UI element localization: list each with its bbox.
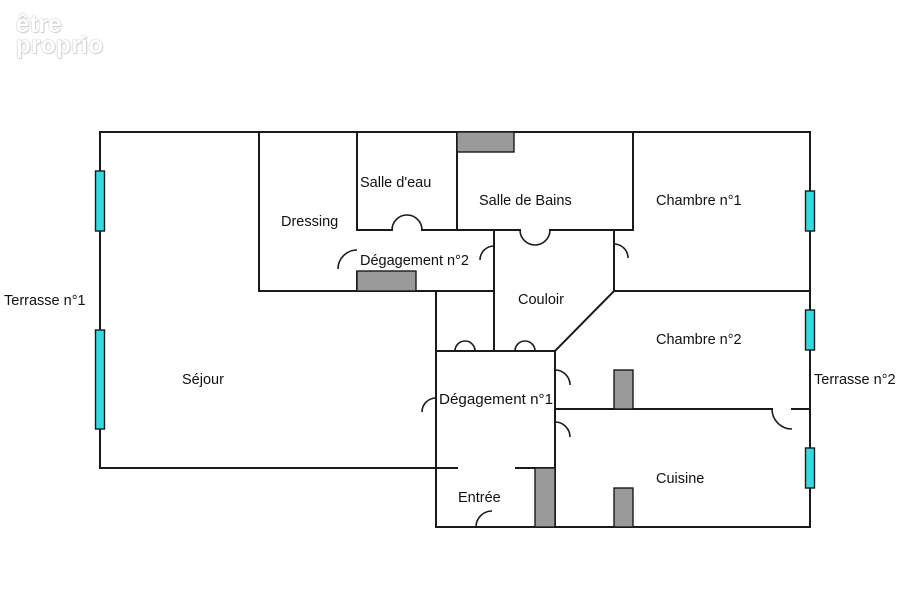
label-salle-bains: Salle de Bains xyxy=(479,193,572,209)
window-chambre2 xyxy=(804,309,816,351)
window-cuisine xyxy=(804,447,816,489)
label-entree: Entrée xyxy=(458,490,501,506)
label-dressing: Dressing xyxy=(281,214,338,230)
label-cuisine: Cuisine xyxy=(656,471,704,487)
doors xyxy=(337,214,793,528)
etre-proprio-logo: être proprio xyxy=(16,11,104,59)
label-degagement-1: Dégagement n°1 xyxy=(439,392,553,408)
windows xyxy=(94,170,816,489)
walls xyxy=(99,131,811,528)
label-salle-eau: Salle d'eau xyxy=(360,175,431,191)
label-chambre-1: Chambre n°1 xyxy=(656,193,742,209)
label-sejour: Séjour xyxy=(182,372,224,388)
label-degagement-2: Dégagement n°2 xyxy=(360,253,469,269)
wall-couloir-diagonal xyxy=(553,289,616,353)
door-entree xyxy=(475,510,493,528)
door-degagement2 xyxy=(479,245,495,261)
label-terrasse-2: Terrasse n°2 xyxy=(814,372,896,388)
duct-chambre2 xyxy=(613,369,634,410)
label-terrasse-1: Terrasse n°1 xyxy=(4,293,86,309)
door-dressing xyxy=(337,249,358,270)
logo-line-1: être xyxy=(16,11,63,38)
ducts xyxy=(356,131,634,528)
duct-cuisine xyxy=(613,487,634,528)
window-sejour-bottom xyxy=(94,329,106,430)
window-chambre1 xyxy=(804,190,816,232)
window-sejour-top xyxy=(94,170,106,232)
label-chambre-2: Chambre n°2 xyxy=(656,332,742,348)
door-chambre2-terrasse xyxy=(771,408,793,430)
door-sejour xyxy=(421,397,437,413)
door-cuisine xyxy=(554,421,571,438)
door-deg1-right xyxy=(514,340,536,352)
duct-top xyxy=(456,131,515,153)
room-labels: Terrasse n°1 Séjour Dressing Salle d'eau… xyxy=(4,175,896,506)
logo-line-2: proprio xyxy=(16,32,104,59)
door-chambre2 xyxy=(554,369,571,386)
duct-entree xyxy=(534,467,556,528)
door-salle-eau xyxy=(391,214,423,231)
door-deg1-left xyxy=(454,340,476,352)
duct-degagement2 xyxy=(356,270,417,292)
door-salle-bains xyxy=(519,229,551,246)
door-chambre1 xyxy=(613,243,629,259)
label-couloir: Couloir xyxy=(518,292,564,308)
